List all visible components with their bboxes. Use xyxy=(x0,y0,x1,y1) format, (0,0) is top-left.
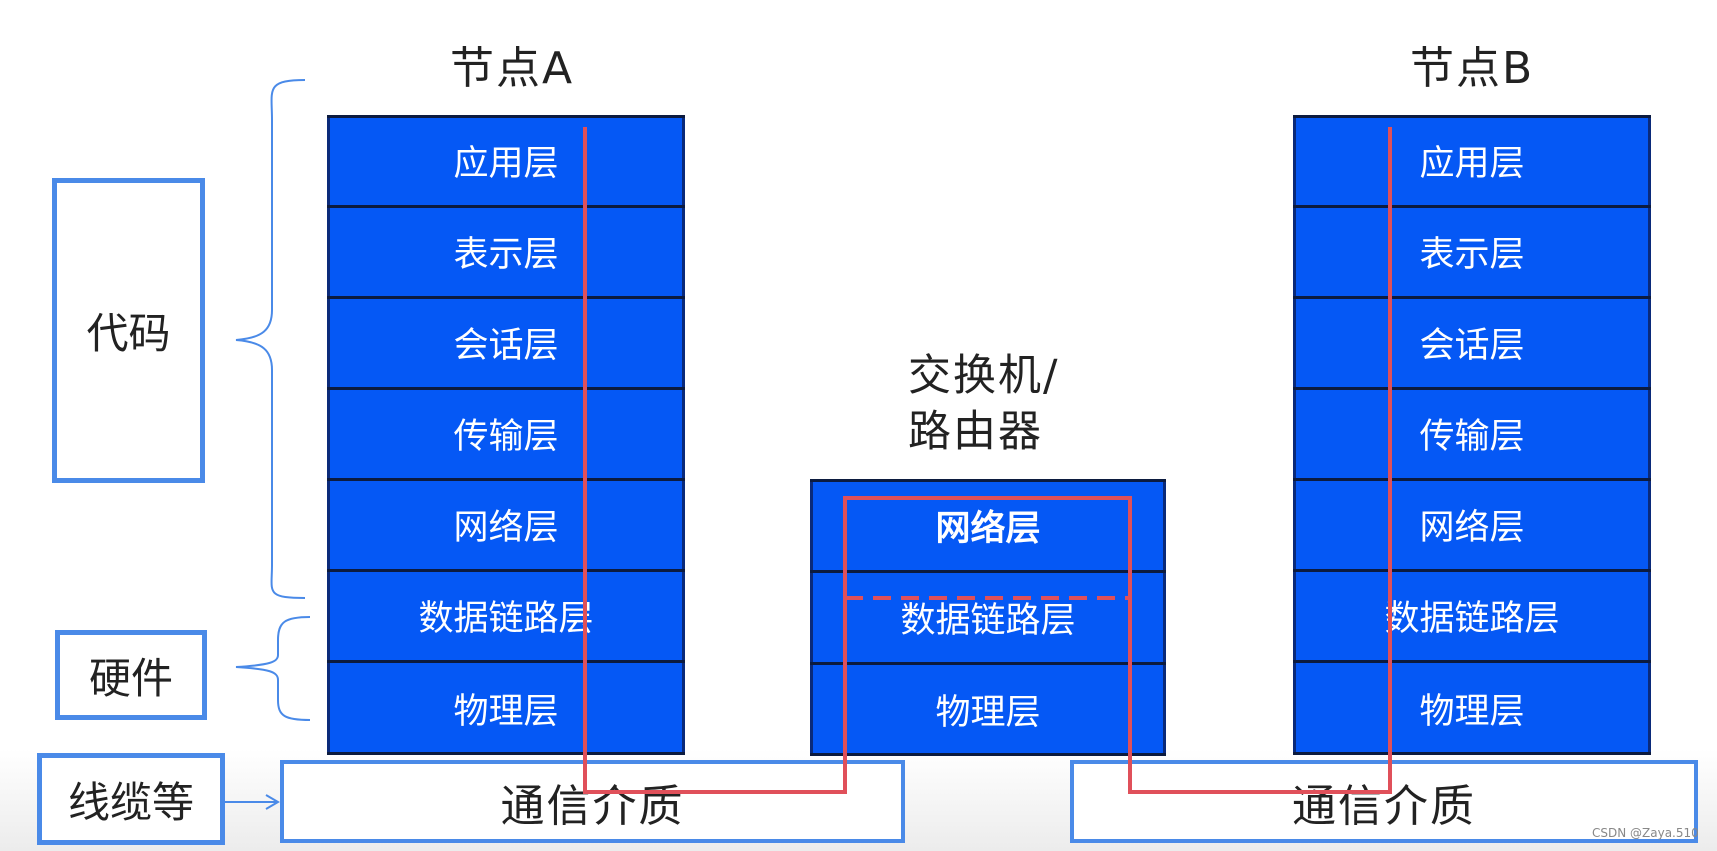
router-separator xyxy=(810,753,1166,756)
node-a-separator xyxy=(327,205,685,208)
node-b-layer-transport: 传输层 xyxy=(1293,388,1651,479)
node-a-title: 节点A xyxy=(450,43,575,94)
node-a-separator xyxy=(327,387,685,390)
router-separator xyxy=(810,479,1166,482)
hardware-brace-icon xyxy=(235,616,311,721)
router-stack: 网络层 数据链路层 物理层 xyxy=(810,479,1166,756)
code-label-box: 代码 xyxy=(52,178,205,483)
medium-left-box: 通信介质 xyxy=(280,760,905,843)
node-b-separator xyxy=(1293,569,1651,572)
router-separator xyxy=(810,662,1166,665)
node-b-separator xyxy=(1293,478,1651,481)
node-a-layer-datalink: 数据链路层 xyxy=(327,570,685,661)
code-brace-icon xyxy=(235,79,306,599)
node-a-separator xyxy=(327,478,685,481)
node-b-separator xyxy=(1293,387,1651,390)
node-a-stack: 应用层 表示层 会话层 传输层 网络层 数据链路层 物理层 xyxy=(327,115,685,755)
node-a-layer-transport: 传输层 xyxy=(327,388,685,479)
watermark: CSDN @Zaya.510 xyxy=(1592,826,1699,840)
node-a-separator xyxy=(327,569,685,572)
node-b-layer-presentation: 表示层 xyxy=(1293,206,1651,297)
router-layer-network: 网络层 xyxy=(810,479,1166,571)
cables-arrow-head-icon xyxy=(265,794,280,810)
node-a-separator xyxy=(327,660,685,663)
router-separator xyxy=(810,570,1166,573)
node-a-separator xyxy=(327,296,685,299)
router-layer-datalink: 数据链路层 xyxy=(810,571,1166,663)
node-a-layer-session: 会话层 xyxy=(327,297,685,388)
node-a-separator xyxy=(327,115,685,118)
node-b-layer-session: 会话层 xyxy=(1293,297,1651,388)
router-title-line1: 交换机/ xyxy=(908,351,1060,401)
router-layer-physical: 物理层 xyxy=(810,663,1166,756)
node-a-layer-presentation: 表示层 xyxy=(327,206,685,297)
node-a-layer-network: 网络层 xyxy=(327,479,685,570)
router-title-line2: 路由器 xyxy=(908,407,1043,457)
node-b-separator xyxy=(1293,115,1651,118)
node-b-stack: 应用层 表示层 会话层 传输层 网络层 数据链路层 物理层 xyxy=(1293,115,1651,755)
node-b-layer-physical: 物理层 xyxy=(1293,661,1651,755)
cables-label-box: 线缆等 xyxy=(37,753,225,845)
node-a-layer-application: 应用层 xyxy=(327,115,685,206)
node-b-layer-application: 应用层 xyxy=(1293,115,1651,206)
node-b-separator xyxy=(1293,752,1651,755)
node-b-layer-datalink: 数据链路层 xyxy=(1293,570,1651,661)
node-a-layer-physical: 物理层 xyxy=(327,661,685,755)
node-b-title: 节点B xyxy=(1410,43,1535,94)
node-b-separator xyxy=(1293,296,1651,299)
hardware-label-box: 硬件 xyxy=(55,630,207,720)
node-b-separator xyxy=(1293,660,1651,663)
node-b-separator xyxy=(1293,205,1651,208)
node-b-layer-network: 网络层 xyxy=(1293,479,1651,570)
node-a-separator xyxy=(327,752,685,755)
